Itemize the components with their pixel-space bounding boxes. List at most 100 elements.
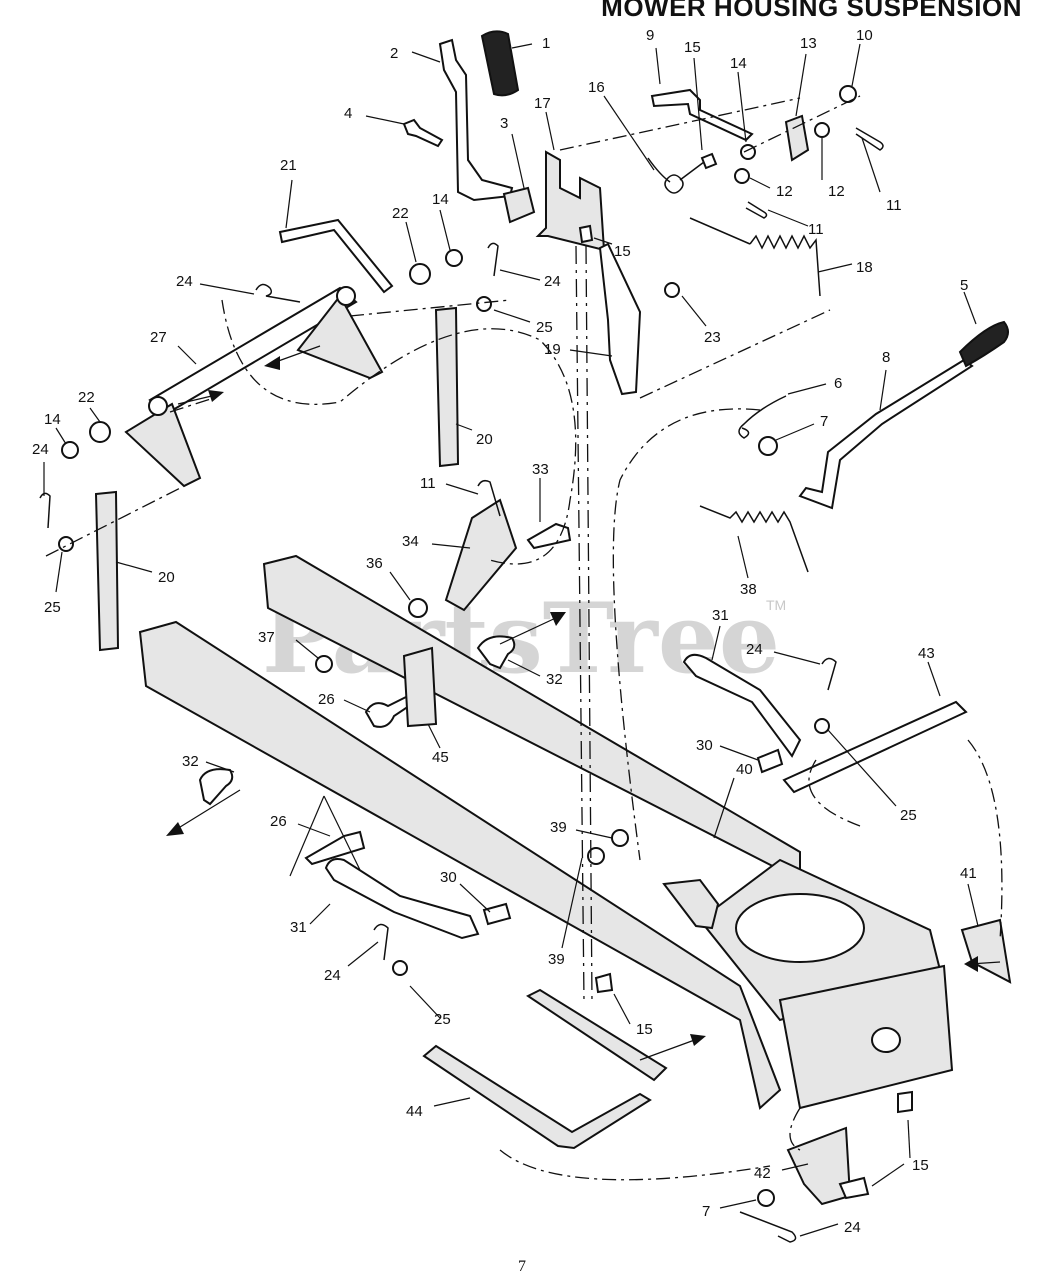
- lever-grip-5: [958, 320, 1009, 368]
- callout-13: 13: [800, 35, 817, 52]
- bracket-40: [662, 878, 720, 930]
- callout-15: 15: [614, 243, 631, 260]
- arrow-4-head: [166, 822, 184, 836]
- callout-12: 12: [776, 183, 793, 200]
- washer-25d: [392, 960, 408, 976]
- washer-12a: [814, 122, 830, 138]
- callout-27: 27: [150, 329, 167, 346]
- callout-14: 14: [432, 191, 449, 208]
- callout-34: 34: [402, 533, 419, 550]
- pin-24c: [39, 492, 51, 529]
- bracket-13: [784, 114, 810, 162]
- callout-8: 8: [882, 349, 890, 366]
- callout-40: 40: [736, 761, 753, 778]
- callout-10: 10: [856, 27, 873, 44]
- leader-lines: [43, 43, 979, 1237]
- cross-shaft-arm-right: [296, 294, 384, 380]
- callout-39: 39: [550, 819, 567, 836]
- callout-23: 23: [704, 329, 721, 346]
- callout-14: 14: [730, 55, 747, 72]
- callout-37: 37: [258, 629, 275, 646]
- washer-22b: [89, 421, 111, 443]
- washer-36: [408, 598, 428, 618]
- callout-19: 19: [544, 341, 561, 358]
- callout-38: 38: [740, 581, 757, 598]
- callout-45: 45: [432, 749, 449, 766]
- link-31b: [324, 858, 480, 940]
- callout-11: 11: [808, 221, 824, 238]
- link-31a: [682, 653, 802, 758]
- callout-39: 39: [548, 951, 565, 968]
- washer-25a: [476, 296, 492, 312]
- pin-11c: [477, 479, 501, 517]
- callout-16: 16: [588, 79, 605, 96]
- frame-bushing-hole: [871, 1027, 901, 1053]
- callout-24: 24: [32, 441, 49, 458]
- nut-37: [315, 655, 333, 673]
- callout-7: 7: [702, 1203, 710, 1220]
- callout-11: 11: [420, 475, 436, 492]
- arrow-3: [499, 615, 561, 645]
- lift-handle: [438, 38, 514, 202]
- callout-15: 15: [912, 1157, 929, 1174]
- assembly-line-e: [639, 309, 831, 399]
- callout-7: 7: [820, 413, 828, 430]
- callout-31: 31: [712, 607, 729, 624]
- callout-24: 24: [324, 967, 341, 984]
- bolt-15d: [897, 1090, 913, 1114]
- plate-45: [402, 646, 438, 728]
- nut-14b: [445, 249, 463, 267]
- rod-21: [278, 218, 394, 294]
- arrow-4: [171, 789, 241, 833]
- bolt-26b: [304, 830, 366, 866]
- callout-24: 24: [844, 1219, 861, 1236]
- nut-39a: [611, 829, 629, 847]
- bolt-15b: [578, 224, 594, 244]
- callout-1: 1: [542, 35, 550, 52]
- callout-25: 25: [900, 807, 917, 824]
- callout-43: 43: [918, 645, 935, 662]
- frame-rail-front: [138, 620, 782, 1110]
- arrow-2-head: [264, 356, 280, 370]
- lever-8: [798, 358, 974, 510]
- callout-36: 36: [366, 555, 383, 572]
- pin-11b: [745, 201, 768, 219]
- callout-24: 24: [544, 273, 561, 290]
- callout-15: 15: [684, 39, 701, 56]
- callout-25: 25: [44, 599, 61, 616]
- callout-42: 42: [754, 1165, 771, 1182]
- link-19: [598, 242, 642, 396]
- assembly-line-n: [743, 95, 861, 153]
- callout-25: 25: [434, 1011, 451, 1028]
- callout-14: 14: [44, 411, 61, 428]
- spring-38: [699, 505, 809, 573]
- bar-44-top: [526, 988, 668, 1082]
- washer-23: [664, 282, 680, 298]
- bolt-15e: [838, 1176, 870, 1200]
- washer-7b: [757, 1189, 775, 1207]
- arrow-5-head: [690, 1034, 706, 1046]
- callout-18: 18: [856, 259, 873, 276]
- pivot-bracket: [535, 150, 606, 252]
- frame-center-hole: [735, 893, 865, 963]
- pin-24b: [487, 242, 499, 277]
- pin-24d: [821, 657, 837, 691]
- nut-14c: [61, 441, 79, 459]
- arrow-6-head: [964, 956, 978, 972]
- fitting-30a: [756, 748, 784, 774]
- assembly-line-a: [575, 245, 585, 1003]
- callout-6: 6: [834, 375, 842, 392]
- spring-18: [689, 217, 821, 297]
- callout-30: 30: [696, 737, 713, 754]
- pin-11a: [855, 127, 884, 151]
- bracket-41: [960, 918, 1012, 984]
- shaft-43: [782, 700, 968, 794]
- callout-15: 15: [636, 1021, 653, 1038]
- callout-2: 2: [390, 45, 398, 62]
- callout-20: 20: [158, 569, 175, 586]
- bolt-15c: [594, 972, 614, 994]
- assembly-line-d: [559, 97, 801, 151]
- fitting-30b: [482, 902, 512, 926]
- callout-22: 22: [392, 205, 409, 222]
